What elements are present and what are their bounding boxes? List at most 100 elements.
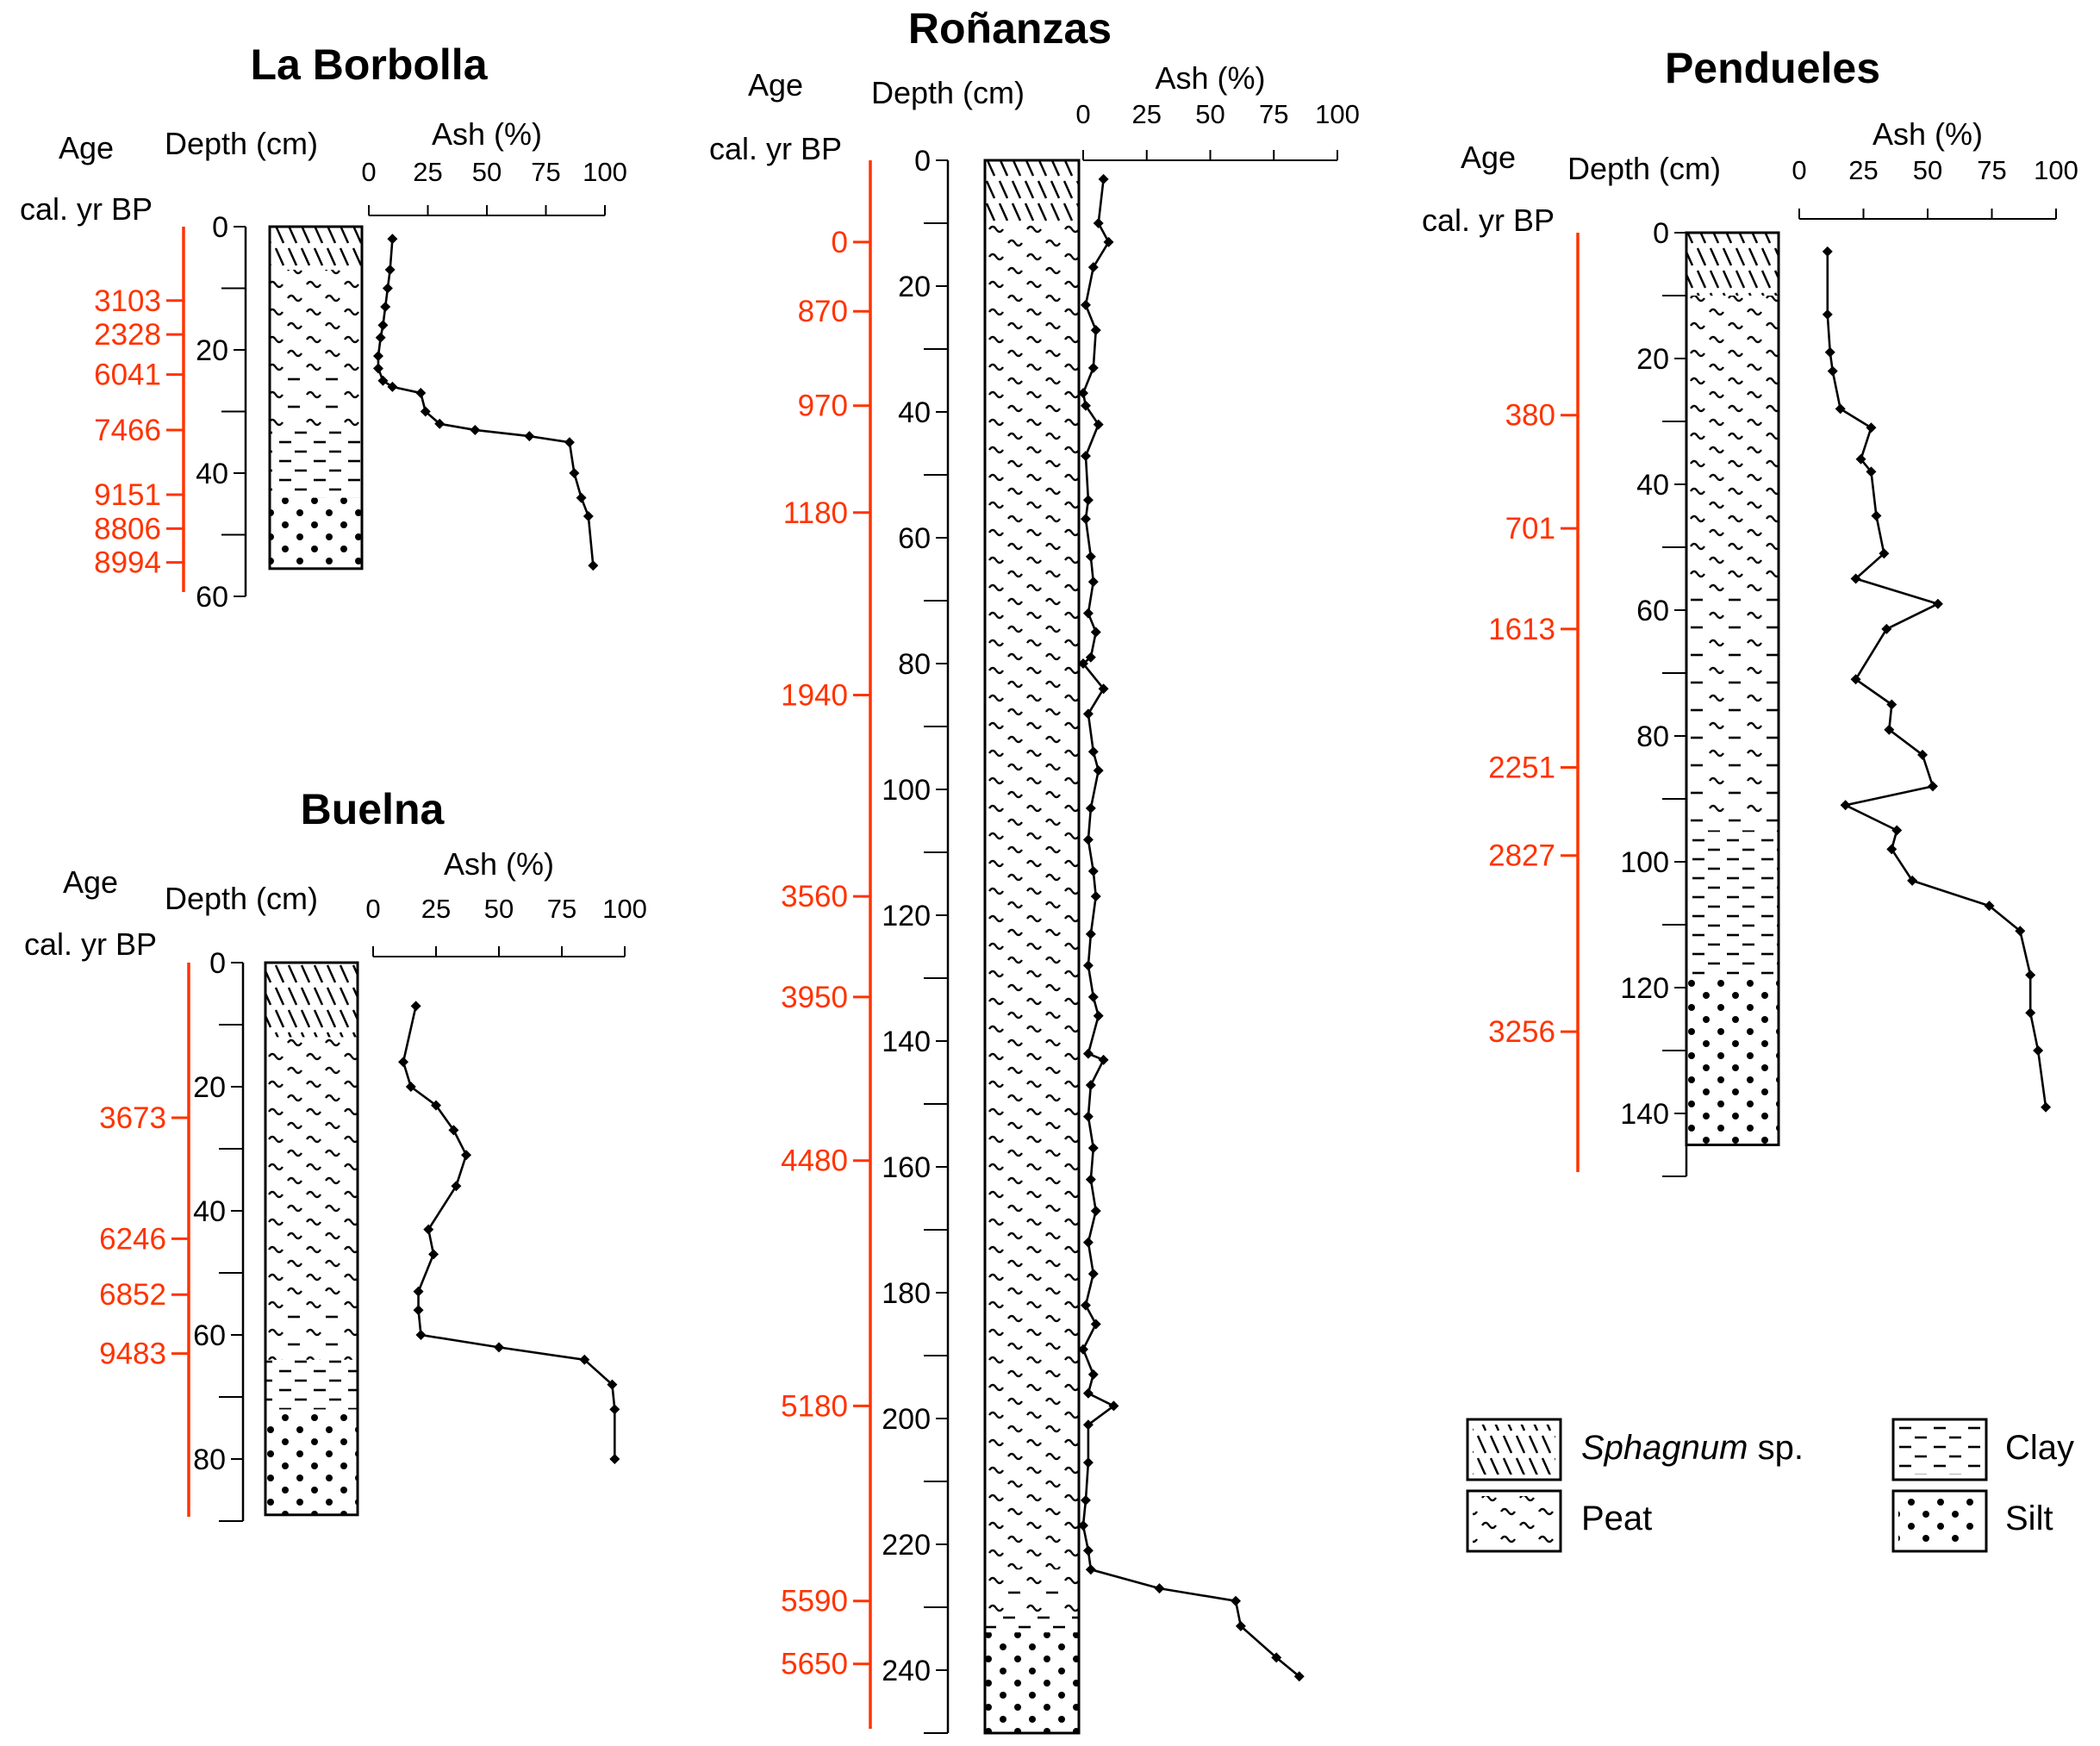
ash-point [1078, 1520, 1088, 1531]
ash-tick-label: 50 [1195, 99, 1224, 129]
ash-point [1082, 1237, 1094, 1248]
ash-tick-label: 0 [365, 894, 380, 924]
ash-point [1082, 1048, 1094, 1059]
lithology-sphagnum [985, 160, 1079, 223]
depth-tick-label: 120 [1620, 972, 1669, 1005]
ash-point [1822, 246, 1833, 257]
panel-title: Pendueles [1665, 44, 1880, 92]
age-label: Age [59, 130, 114, 165]
ash-point [1085, 652, 1096, 663]
lithology-peat-clay [270, 374, 362, 430]
ash-point [1087, 991, 1099, 1002]
depth-tick-label: 60 [193, 1319, 226, 1352]
ash-point [1835, 403, 1846, 415]
ash-point [1085, 1564, 1096, 1575]
ash-point [1907, 875, 1918, 886]
ash-point [451, 1181, 462, 1192]
ash-tick-label: 100 [2034, 155, 2078, 185]
ash-point [387, 234, 398, 245]
panel-title: La Borbolla [250, 41, 488, 89]
ash-point [569, 468, 580, 478]
ash-point [377, 375, 389, 386]
lithology-clay [265, 1359, 358, 1410]
ash-curve [1081, 178, 1300, 1678]
lithology-silt [1686, 975, 1779, 1145]
ash-point [1080, 400, 1091, 411]
age-label-value: 2328 [94, 318, 161, 352]
ash-point [413, 1286, 424, 1297]
ash-point [1087, 1369, 1099, 1380]
ash-point [1080, 1300, 1091, 1311]
ash-label: Ash (%) [1873, 116, 1983, 152]
ash-point [2033, 1045, 2044, 1056]
age-label-value: 2827 [1488, 839, 1555, 873]
age-label-value: 1940 [781, 679, 848, 713]
age-unit-label: cal. yr BP [20, 191, 153, 227]
ash-point [1087, 1143, 1099, 1154]
ash-point [1235, 1620, 1246, 1631]
ash-point [1078, 658, 1088, 669]
lithology-sphagnum [265, 963, 358, 1038]
ash-point [1886, 699, 1897, 710]
depth-tick-label: 80 [193, 1444, 226, 1476]
ash-point [1098, 683, 1109, 695]
lithology-clay [1686, 830, 1779, 976]
ash-point [1827, 365, 1838, 377]
depth-tick-label: 200 [882, 1403, 931, 1436]
ash-point [1881, 623, 1892, 634]
ash-point [428, 1249, 439, 1260]
ash-tick-label: 100 [602, 894, 647, 924]
age-label-value: 1613 [1488, 613, 1555, 646]
ash-point [1090, 627, 1101, 638]
legend-label-peat: Peat [1581, 1500, 1652, 1537]
ash-point [1103, 236, 1114, 247]
legend-swatch-sphagnum [1473, 1425, 1555, 1475]
lithology-peat-clay [985, 1569, 1079, 1614]
ash-label: Ash (%) [432, 116, 542, 152]
ash-point [1090, 325, 1101, 336]
depth-tick-label: 0 [914, 145, 931, 178]
age-label-value: 5180 [781, 1389, 848, 1423]
ash-point [1085, 1174, 1096, 1185]
age-label-value: 5650 [781, 1648, 848, 1681]
ash-point [1087, 1269, 1099, 1280]
depth-tick-label: 80 [898, 648, 931, 681]
depth-tick-label: 0 [212, 211, 228, 244]
depth-label: Depth (cm) [871, 75, 1025, 110]
ash-point [380, 301, 391, 312]
ash-point [1082, 1457, 1094, 1469]
core-column-outline [264, 961, 359, 1517]
ash-tick-label: 25 [1132, 99, 1162, 129]
ash-point [1932, 598, 1943, 609]
age-label-value: 3103 [94, 284, 161, 318]
depth-tick-label: 40 [193, 1195, 226, 1228]
legend-label-clay: Clay [2005, 1429, 2074, 1467]
age-label-value: 8994 [94, 546, 161, 580]
depth-tick-label: 120 [882, 900, 931, 932]
depth-tick-label: 60 [898, 522, 931, 555]
ash-point [564, 437, 575, 448]
ash-point [1866, 466, 1877, 477]
lithology-clay [985, 1613, 1079, 1633]
legend-label-silt: Silt [2005, 1500, 2053, 1537]
ash-point [1085, 802, 1096, 814]
depth-tick-label: 60 [196, 581, 228, 614]
legend-swatch-clay [1898, 1425, 1981, 1475]
ash-point [1886, 844, 1897, 855]
ash-point [1080, 1494, 1091, 1506]
ash-point [1822, 309, 1833, 320]
ash-point [1087, 865, 1099, 876]
ash-point [1085, 1080, 1096, 1091]
ash-point [494, 1342, 504, 1353]
panel-title: Roñanzas [908, 4, 1112, 53]
lithology-peat [985, 223, 1079, 1570]
ash-point [1093, 419, 1104, 430]
ash-point [1082, 495, 1094, 506]
ash-point [423, 1224, 434, 1235]
age-label: Age [63, 864, 118, 900]
age-label-value: 9151 [94, 478, 161, 512]
lithology-silt [265, 1409, 358, 1515]
legend-sphagnum-suffix: sp. [1748, 1429, 1803, 1467]
